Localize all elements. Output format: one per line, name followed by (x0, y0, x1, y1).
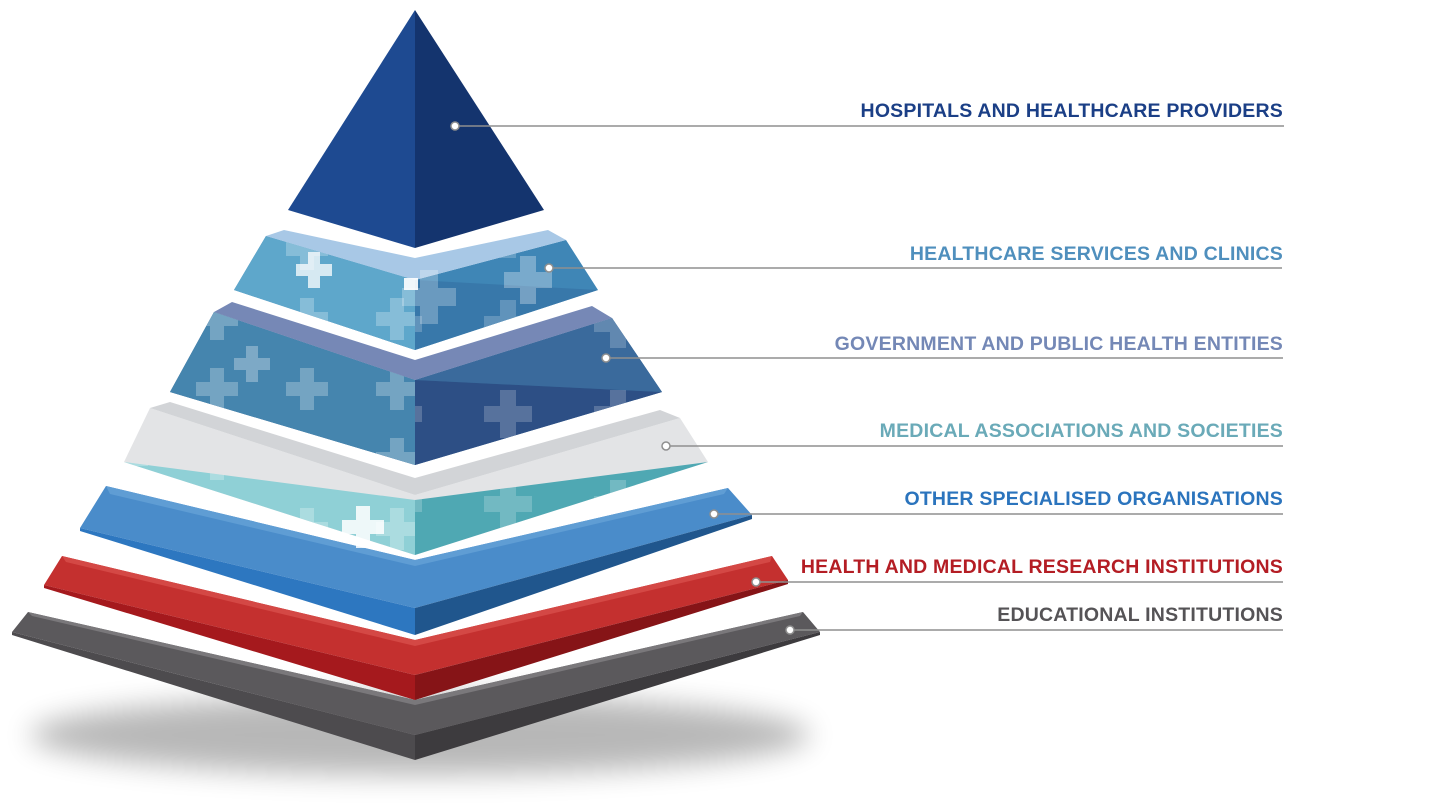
medical-cross-icon (234, 252, 552, 548)
tier-specialised (80, 486, 752, 635)
leader-lines (450, 121, 1284, 635)
tier-educational (12, 612, 820, 760)
tier-government (170, 302, 662, 465)
tier-hospitals (288, 10, 544, 248)
tier-research (44, 556, 788, 700)
